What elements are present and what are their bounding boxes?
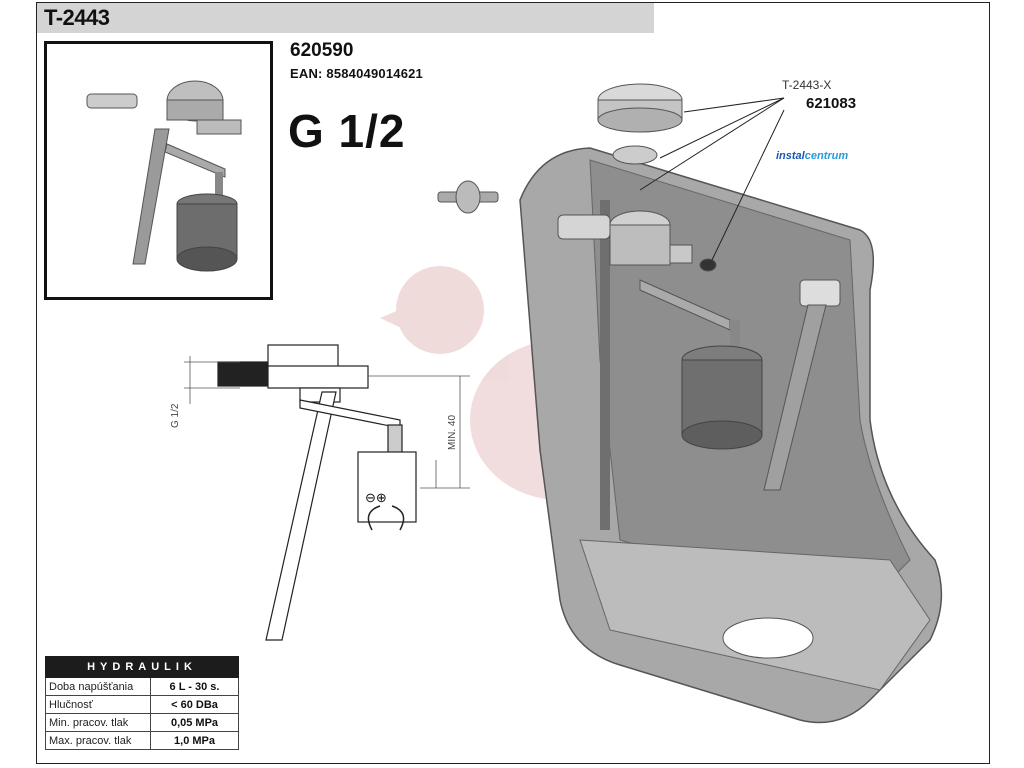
thread-dimension-label: G 1/2	[170, 403, 181, 428]
brand-logo: instalcentrum	[776, 150, 849, 162]
product-code: 620590	[290, 40, 354, 61]
spec-value: < 60 DBa	[150, 695, 239, 714]
valve-cap-part	[597, 83, 683, 133]
valve-seal-part	[699, 258, 717, 272]
spare-part-number: 621083	[806, 95, 857, 112]
callout-leader-lines	[639, 97, 785, 261]
page-frame	[36, 2, 990, 764]
product-thumbnail-image	[86, 80, 242, 272]
spec-value: 6 L - 30 s.	[150, 677, 239, 696]
ean-code: EAN: 8584049014621	[290, 66, 423, 81]
spec-label: Min. pracov. tlak	[45, 713, 151, 732]
spec-value: 1,0 MPa	[150, 731, 239, 750]
valve-schematic	[217, 344, 417, 641]
product-thumbnail-frame	[44, 41, 273, 300]
valve-membrane-part	[612, 145, 658, 165]
title-bar	[37, 3, 654, 33]
spec-label: Hlučnosť	[45, 695, 151, 714]
table-row: Hlučnosť< 60 DBa	[45, 695, 239, 714]
rotate-arrows-icon	[367, 505, 405, 531]
overflow-tube-part	[763, 279, 841, 491]
thread-size: G 1/2	[288, 105, 406, 157]
float-adjust-symbols: ⊖⊕	[365, 490, 387, 505]
hydraulik-title: HYDRAULIK	[45, 656, 239, 678]
valve-body-part	[557, 210, 763, 450]
spare-nipple-part	[437, 180, 499, 214]
spec-value: 0,05 MPa	[150, 713, 239, 732]
dimension-lines	[184, 356, 470, 489]
min-height-label: MIN. 40	[447, 414, 458, 450]
spec-label: Max. pracov. tlak	[45, 731, 151, 750]
spare-part-code: T-2443-X	[782, 78, 832, 92]
document-title: T-2443	[44, 5, 110, 30]
spec-label: Doba napúšťania	[45, 677, 151, 696]
